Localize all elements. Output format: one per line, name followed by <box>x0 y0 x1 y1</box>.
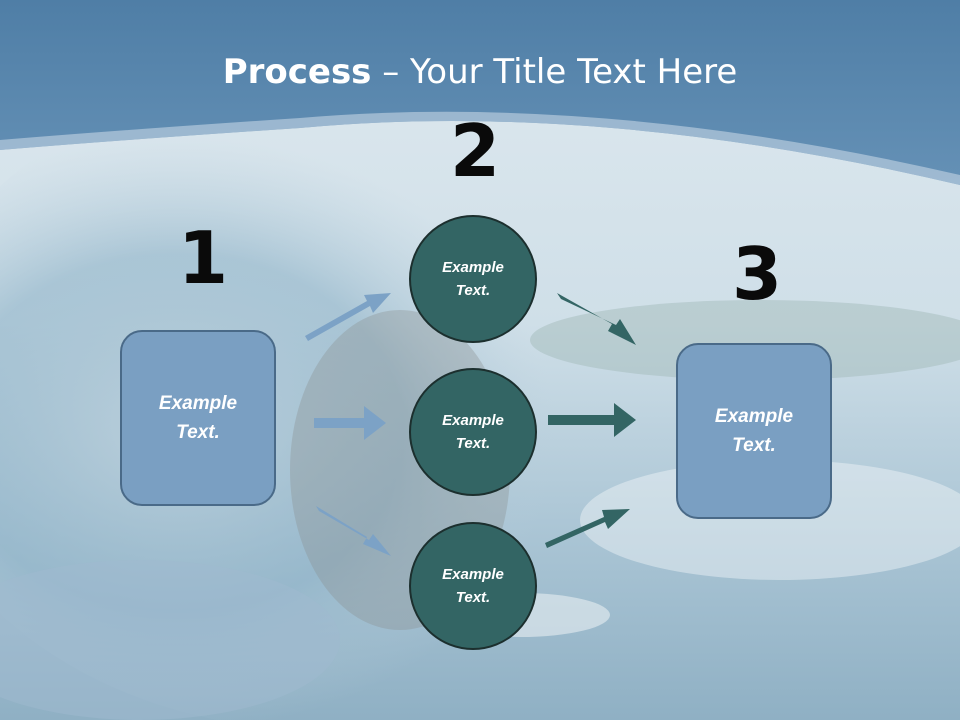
step1-box-text: Example Text. <box>158 393 238 443</box>
step2-circle-top: Example Text. <box>409 215 537 343</box>
slide-title: Process – Your Title Text Here <box>0 52 960 92</box>
step2-circle-middle-text: Example Text. <box>442 412 504 452</box>
arrow-middle-to-step3 <box>548 403 636 437</box>
arrow-step1-to-bottom <box>316 506 391 556</box>
arrow-top-to-step3 <box>557 293 636 345</box>
step-number-3: 3 <box>732 232 783 316</box>
title-rest: – Your Title Text Here <box>371 52 738 92</box>
step2-circle-top-text: Example Text. <box>442 259 504 299</box>
step2-circle-bottom: Example Text. <box>409 522 537 650</box>
arrow-bottom-to-step3 <box>545 509 630 548</box>
step-number-1: 1 <box>178 216 229 300</box>
step-number-2: 2 <box>450 109 501 193</box>
step3-box: Example Text. <box>676 343 832 519</box>
title-bold: Process <box>222 52 372 92</box>
step2-circle-bottom-text: Example Text. <box>442 566 504 606</box>
step2-circle-middle: Example Text. <box>409 368 537 496</box>
arrow-step1-to-middle <box>314 406 386 440</box>
step3-box-text: Example Text. <box>714 406 794 456</box>
arrow-step1-to-top <box>305 293 391 341</box>
step1-box: Example Text. <box>120 330 276 506</box>
